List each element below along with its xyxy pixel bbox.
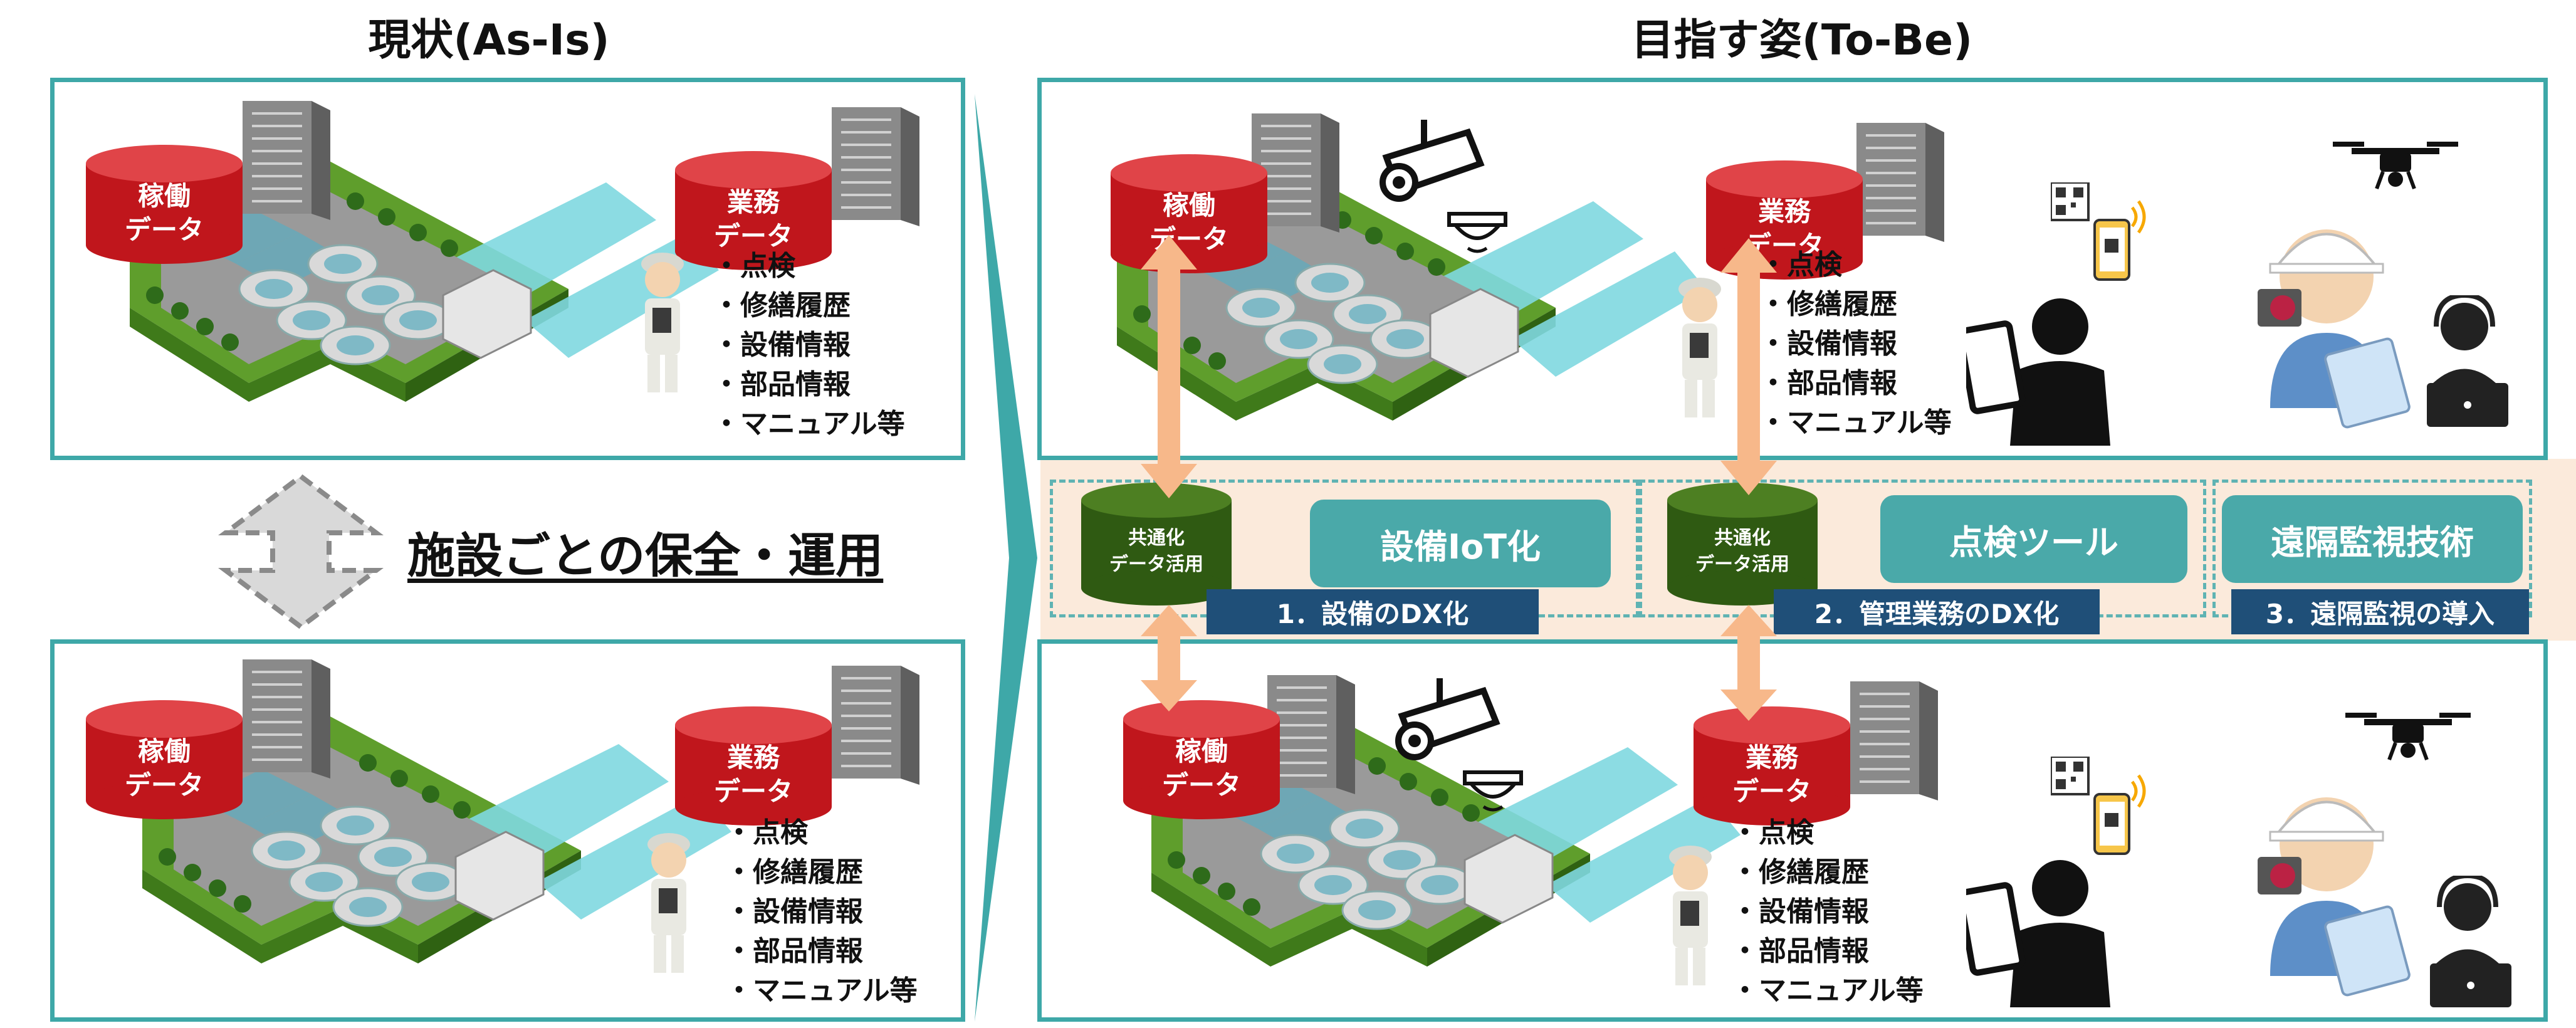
server-illustration [1856, 123, 1945, 243]
asis-heading: 現状(As-Is) [368, 16, 610, 65]
cyl-label-top: 業務 [1746, 742, 1799, 773]
tobe-heading: 目指す姿(To-Be) [1631, 16, 1973, 65]
bullet-item: ・部品情報 [725, 935, 863, 967]
tobe-panel-1: 稼働 データ 業務 データ ・点検 ・修繕履歴 ・設備情報 ・部品情報 ・マニュ… [1037, 78, 2548, 460]
server-illustration [1850, 681, 1939, 802]
bullet-item: ・点検 [713, 250, 795, 282]
bullet-list: ・点検 ・修繕履歴 ・設備情報 ・部品情報 ・マニュアル等 [1759, 245, 1952, 443]
dx-label-3: 3．遠隔監視の導入 [2231, 589, 2529, 634]
iot-box: 設備IoT化 [1310, 500, 1611, 587]
bullet-item: ・マニュアル等 [1759, 407, 1952, 439]
inspector-illustration [2258, 228, 2412, 430]
bullet-item: ・点検 [1731, 817, 1814, 849]
operation-data-cylinder: 稼働 データ [1123, 700, 1280, 819]
cyl-label-bottom: データ [125, 214, 204, 245]
dx-label-2: 2．管理業務のDX化 [1774, 589, 2100, 634]
asis-panel-2: 稼働 データ 業務 データ ・点検 ・修繕履歴 ・設備情報 ・部品情報 ・マニュ… [50, 639, 965, 1022]
inspection-tool-box: 点検ツール [1880, 495, 2187, 583]
sync-arrow-icon [1141, 605, 1197, 711]
inspector-illustration [2258, 796, 2412, 998]
tablet-user-icon [1966, 283, 2117, 452]
drone-icon [2345, 713, 2477, 769]
cyl-label-bottom: データ [125, 770, 204, 800]
bullet-item: ・修繕履歴 [725, 856, 863, 888]
worker-illustration [1669, 846, 1712, 985]
bullet-list: ・点検 ・修繕履歴 ・設備情報 ・部品情報 ・マニュアル等 [713, 246, 905, 444]
shared-data-cylinder-2: 共通化 データ活用 [1667, 483, 1818, 606]
shared-data-cylinder-1: 共通化 データ活用 [1081, 483, 1232, 606]
business-data-cylinder: 業務 データ [675, 151, 832, 270]
cyl-label-top: 業務 [1758, 196, 1811, 227]
server-illustration [1267, 675, 1356, 795]
drone-icon [2333, 142, 2464, 198]
bullet-item: ・設備情報 [713, 329, 851, 361]
operation-data-cylinder: 稼働 データ [86, 700, 243, 819]
bullet-item: ・点検 [1759, 249, 1842, 281]
bullet-item: ・マニュアル等 [725, 975, 918, 1007]
cyl-label-bottom: データ [1732, 776, 1811, 807]
cyl-label-top: 稼働 [1163, 190, 1215, 221]
bullet-item: ・部品情報 [713, 369, 851, 401]
bullet-item: ・修繕履歴 [1759, 288, 1897, 320]
cyl-label-bottom: データ活用 [1695, 553, 1789, 575]
cyl-label-top: 業務 [727, 742, 780, 773]
dx-label-1: 1．設備のDX化 [1207, 589, 1539, 634]
tablet-user-icon [1966, 844, 2117, 1014]
sync-arrow-icon [1720, 238, 1777, 495]
bullet-item: ・修繕履歴 [713, 290, 851, 322]
bullet-item: ・部品情報 [1759, 367, 1897, 399]
bullet-item: ・マニュアル等 [713, 408, 905, 440]
remote-operator-icon [2430, 876, 2518, 1014]
sync-arrow-icon [1720, 605, 1777, 721]
bullet-item: ・部品情報 [1731, 935, 1869, 967]
bullet-item: ・点検 [725, 817, 808, 849]
worker-illustration [647, 833, 690, 973]
server-illustration [832, 666, 921, 786]
qr-phone-icon [2051, 757, 2157, 863]
cyl-label-bottom: データ活用 [1109, 553, 1203, 575]
cyl-label-bottom: データ [714, 221, 793, 251]
business-data-cylinder: 業務 データ [1694, 706, 1850, 826]
cyl-label-top: 稼働 [138, 181, 191, 211]
remote-monitoring-box: 遠隔監視技術 [2222, 495, 2523, 583]
remote-operator-icon [2427, 295, 2515, 433]
bullet-list: ・点検 ・修繕履歴 ・設備情報 ・部品情報 ・マニュアル等 [725, 813, 918, 1010]
asis-panel-1: 稼働 データ 業務 データ ・点検 ・修繕履歴 ・設備情報 ・部品情報 ・マニュ… [50, 78, 965, 460]
bullet-item: ・設備情報 [1731, 896, 1869, 928]
bullet-item: ・修繕履歴 [1731, 856, 1869, 888]
asis-center-label: 施設ごとの保全・運用 [407, 528, 884, 584]
cyl-label-top: 共通化 [1128, 527, 1185, 549]
operation-data-cylinder: 稼働 データ [86, 145, 243, 264]
cyl-label-bottom: データ [714, 776, 793, 807]
bullet-item: ・設備情報 [1759, 328, 1897, 360]
bullet-item: ・マニュアル等 [1731, 975, 1924, 1007]
security-camera-icon [1390, 678, 1534, 822]
tobe-panel-2: 稼働 データ 業務 データ ・点検 ・修繕履歴 ・設備情報 ・部品情報 ・マニュ… [1037, 639, 2548, 1022]
worker-illustration [641, 253, 684, 392]
double-arrow-icon [218, 473, 384, 630]
business-data-cylinder: 業務 データ [675, 706, 832, 826]
bullet-item: ・設備情報 [725, 896, 863, 928]
cyl-label-top: 稼働 [1175, 736, 1228, 767]
transition-arrow-icon [975, 94, 1037, 1022]
operation-data-cylinder: 稼働 データ [1111, 154, 1267, 273]
business-data-cylinder: 業務 データ [1706, 160, 1863, 280]
cyl-label-top: 業務 [727, 187, 780, 218]
cyl-label-top: 稼働 [138, 736, 191, 767]
qr-phone-icon [2051, 182, 2157, 289]
server-illustration [243, 659, 332, 780]
bullet-list: ・点検 ・修繕履歴 ・設備情報 ・部品情報 ・マニュアル等 [1731, 813, 1924, 1010]
server-illustration [832, 107, 921, 228]
server-illustration [243, 101, 332, 221]
security-camera-icon [1374, 120, 1518, 264]
cyl-label-top: 共通化 [1714, 527, 1771, 549]
cyl-label-bottom: データ [1162, 770, 1241, 800]
sync-arrow-icon [1141, 235, 1197, 498]
